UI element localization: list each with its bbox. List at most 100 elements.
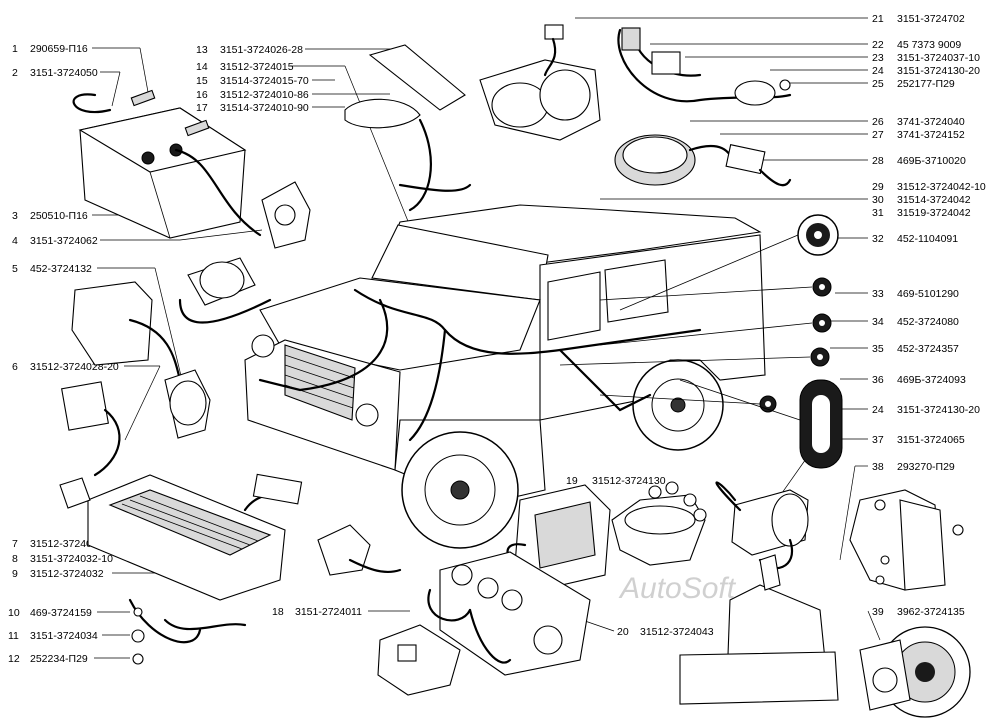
callout-24: 24 3151-3724130-20 — [770, 65, 980, 77]
svg-text:12: 12 — [8, 653, 20, 665]
svg-text:469-3724159: 469-3724159 — [30, 607, 92, 619]
svg-text:3151-3724065: 3151-3724065 — [897, 434, 965, 446]
callout-1: 1 290659-П16 — [12, 43, 149, 93]
svg-text:7: 7 — [12, 538, 18, 550]
svg-text:28: 28 — [872, 155, 884, 167]
callout-4: 4 3151-3724062 — [12, 229, 263, 247]
rear-wheel — [632, 359, 724, 451]
svg-text:22: 22 — [872, 39, 884, 51]
distributor — [611, 481, 707, 566]
vehicle-body — [244, 204, 766, 549]
callout-21: 21 3151-3724702 — [575, 13, 965, 25]
svg-text:31512-3724130: 31512-3724130 — [592, 475, 666, 487]
svg-text:469-5101290: 469-5101290 — [897, 288, 959, 300]
callout-20: 20 31512-3724043 — [584, 620, 714, 638]
grommet-leaders — [559, 234, 813, 421]
svg-text:31512-3724032: 31512-3724032 — [30, 568, 104, 580]
svg-text:3741-3724152: 3741-3724152 — [897, 129, 965, 141]
svg-text:252234-П29: 252234-П29 — [30, 653, 88, 665]
heater-fins — [121, 495, 259, 550]
callout-5: 5 452-3724132 — [12, 263, 183, 381]
svg-text:29: 29 — [872, 181, 884, 193]
svg-text:3151-2724011: 3151-2724011 — [295, 606, 362, 618]
left-callouts: 1 290659-П16 2 3151-3724050 3 250510-П16… — [8, 43, 263, 665]
svg-text:3151-3724130-20: 3151-3724130-20 — [897, 404, 980, 416]
svg-text:469Б-3724093: 469Б-3724093 — [897, 374, 966, 386]
svg-text:31512-3724010-86: 31512-3724010-86 — [220, 89, 309, 101]
wiper-motor — [344, 24, 601, 212]
callout-34: 34 452-3724080 — [830, 316, 959, 328]
generator — [859, 626, 971, 718]
grommets — [559, 214, 843, 469]
svg-text:24: 24 — [872, 404, 884, 416]
starter-relay — [178, 257, 272, 324]
grommet-34 — [812, 313, 832, 333]
svg-text:469Б-3710020: 469Б-3710020 — [897, 155, 966, 167]
steering-column-switch — [679, 554, 839, 705]
svg-text:31512-3724015: 31512-3724015 — [220, 61, 294, 73]
callout-10: 10 469-3724159 — [8, 607, 130, 619]
svg-text:452-3724132: 452-3724132 — [30, 263, 92, 275]
svg-text:30: 30 — [872, 194, 884, 206]
svg-text:3151-3724026-28: 3151-3724026-28 — [220, 44, 303, 56]
svg-text:6: 6 — [12, 361, 18, 373]
light-switch — [317, 524, 402, 576]
svg-text:15: 15 — [196, 75, 208, 87]
callout-24b: 24 3151-3724130-20 — [840, 404, 980, 416]
svg-text:20: 20 — [617, 626, 629, 638]
callout-28: 28 469Б-3710020 — [760, 155, 966, 167]
callout-17: 17 31514-3724010-90 — [196, 102, 345, 114]
svg-text:1: 1 — [12, 43, 18, 55]
svg-text:24: 24 — [872, 65, 884, 77]
svg-text:35: 35 — [872, 343, 884, 355]
svg-text:290659-П16: 290659-П16 — [30, 43, 88, 55]
callout-33: 33 469-5101290 — [835, 288, 959, 300]
callout-38: 38 293270-П29 — [839, 461, 955, 561]
svg-text:27: 27 — [872, 129, 884, 141]
svg-text:3151-3724062: 3151-3724062 — [30, 235, 98, 247]
svg-text:26: 26 — [872, 116, 884, 128]
svg-text:16: 16 — [196, 89, 208, 101]
svg-text:3151-3724037-10: 3151-3724037-10 — [897, 52, 980, 64]
svg-text:4: 4 — [12, 235, 18, 247]
svg-text:31514-3724010-90: 31514-3724010-90 — [220, 102, 309, 114]
callout-2: 2 3151-3724050 — [12, 67, 121, 107]
grommet-32 — [797, 214, 839, 256]
callout-27: 27 3741-3724152 — [720, 129, 965, 141]
callout-26: 26 3741-3724040 — [690, 116, 965, 128]
svg-text:3151-3724702: 3151-3724702 — [897, 13, 965, 25]
svg-text:31519-3724042: 31519-3724042 — [897, 207, 971, 219]
svg-text:39: 39 — [872, 606, 884, 618]
svg-text:19: 19 — [566, 475, 578, 487]
svg-text:31512-3724013: 31512-3724013 — [30, 538, 104, 550]
battery — [72, 89, 311, 249]
svg-text:31: 31 — [872, 207, 884, 219]
svg-text:14: 14 — [196, 61, 208, 73]
svg-text:34: 34 — [872, 316, 884, 328]
engine-sensors — [61, 281, 211, 477]
svg-text:18: 18 — [272, 606, 284, 618]
svg-text:31514-3724042: 31514-3724042 — [897, 194, 971, 206]
svg-text:3962-3724135: 3962-3724135 — [897, 606, 965, 618]
callout-36: 36 469Б-3724093 — [840, 374, 966, 386]
callout-39: 39 3962-3724135 — [867, 606, 965, 641]
callout-25: 25 252177-П29 — [790, 78, 955, 90]
callout-12: 12 252234-П29 — [8, 653, 130, 665]
callout-18: 18 3151-2724011 — [272, 606, 410, 618]
headlight-right — [355, 403, 379, 427]
svg-text:10: 10 — [8, 607, 20, 619]
callout-22: 22 45 7373 9009 — [650, 39, 961, 51]
svg-text:11: 11 — [8, 630, 19, 642]
svg-text:33: 33 — [872, 288, 884, 300]
svg-text:13: 13 — [196, 44, 208, 56]
svg-text:3151-3724032-10: 3151-3724032-10 — [30, 553, 113, 565]
svg-text:3151-3724050: 3151-3724050 — [30, 67, 98, 79]
svg-text:293270-П29: 293270-П29 — [897, 461, 955, 473]
callout-32: 32 452-1104091 — [835, 233, 958, 245]
svg-text:17: 17 — [196, 102, 208, 114]
svg-text:32: 32 — [872, 233, 884, 245]
callout-15: 15 31514-3724015-70 — [196, 75, 335, 87]
watermark: AutoSoft — [618, 572, 737, 605]
svg-text:3741-3724040: 3741-3724040 — [897, 116, 965, 128]
